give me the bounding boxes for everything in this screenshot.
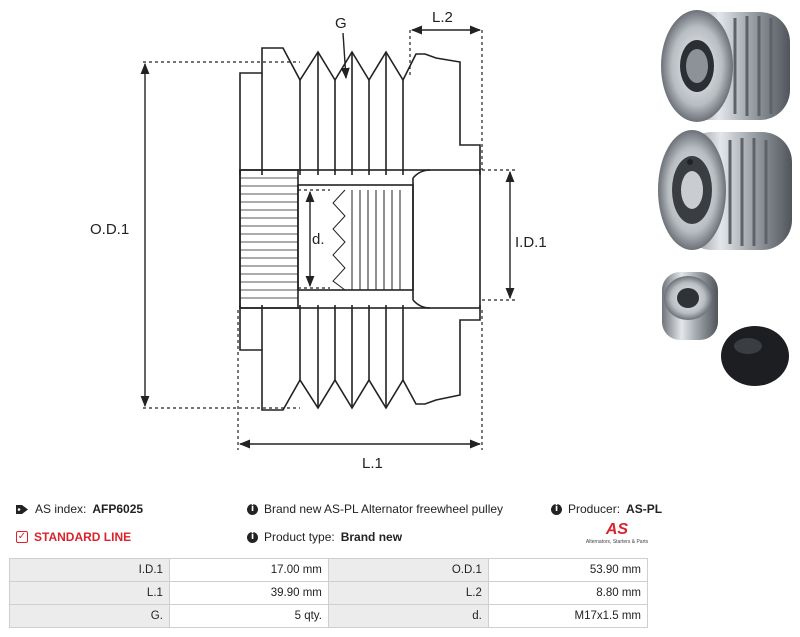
check-square-icon: ✓ — [16, 531, 28, 543]
d-label: d. — [312, 231, 325, 248]
product-info: AS index: AFP6025 ✓ STANDARD LINE i Bran… — [16, 502, 662, 554]
as-pl-logo: AS Alternators, Starters & Parts — [584, 521, 650, 553]
pulley-outline-bottom — [239, 305, 481, 411]
spec-key: L.1 — [9, 581, 170, 605]
id-label: I.D.1 — [515, 234, 547, 251]
spec-key: d. — [327, 604, 489, 628]
technical-drawing: O.D.1 I.D.1 L.1 L.2 G d. — [90, 9, 547, 472]
spec-key: G. — [9, 604, 170, 628]
producer-label: Producer: — [568, 502, 621, 516]
g-label: G — [335, 15, 347, 32]
logo-tagline: Alternators, Starters & Parts — [585, 539, 649, 545]
producer-value: AS-PL — [626, 502, 663, 516]
standard-line-label: STANDARD LINE — [34, 530, 132, 544]
table-row: L.1 39.90 mm L.2 8.80 mm — [9, 581, 649, 605]
spec-value: 39.90 mm — [168, 581, 329, 605]
info-icon: i — [247, 503, 258, 515]
product-type-value: Brand new — [340, 530, 403, 544]
spec-value: 17.00 mm — [168, 558, 329, 582]
pulley-photo-back — [658, 130, 792, 250]
spec-value: 5 qty. — [168, 604, 329, 628]
spec-key: I.D.1 — [9, 558, 170, 582]
table-row: I.D.1 17.00 mm O.D.1 53.90 mm — [9, 558, 649, 582]
product-type-label: Product type: — [264, 530, 335, 544]
description: i Brand new AS-PL Alternator freewheel p… — [247, 502, 503, 516]
pulley-outline-top — [239, 47, 481, 175]
spec-value: 53.90 mm — [487, 558, 649, 582]
info-icon: i — [551, 503, 562, 515]
spec-value: M17x1.5 mm — [487, 604, 649, 628]
dust-cap-photo — [721, 326, 789, 386]
specs-table: I.D.1 17.00 mm O.D.1 53.90 mm L.1 39.90 … — [9, 558, 649, 628]
pulley-photo-front — [661, 10, 790, 122]
od-label: O.D.1 — [90, 221, 129, 238]
product-type: i Product type: Brand new — [247, 530, 402, 544]
l1-label: L.1 — [362, 455, 383, 472]
as-index: AS index: AFP6025 — [16, 502, 143, 516]
tag-icon — [16, 504, 28, 514]
spec-key: O.D.1 — [327, 558, 489, 582]
logo-mark: AS — [605, 521, 629, 538]
info-icon: i — [247, 531, 258, 543]
spline-section — [239, 169, 299, 309]
g-leader-line — [340, 32, 350, 80]
standard-line: ✓ STANDARD LINE — [16, 530, 131, 544]
product-photos — [658, 10, 792, 386]
table-row: G. 5 qty. d. M17x1.5 mm — [9, 604, 649, 628]
spec-value: 8.80 mm — [487, 581, 649, 605]
spline-hatching — [240, 177, 298, 299]
l2-label: L.2 — [432, 9, 453, 26]
as-index-value: AFP6025 — [92, 502, 144, 516]
thread-detail — [332, 189, 401, 291]
as-index-label: AS index: — [35, 502, 87, 516]
producer: i Producer: AS-PL — [551, 502, 662, 516]
description-text: Brand new AS-PL Alternator freewheel pul… — [264, 502, 504, 516]
spec-key: L.2 — [327, 581, 489, 605]
pulley-photo-side — [662, 272, 718, 340]
